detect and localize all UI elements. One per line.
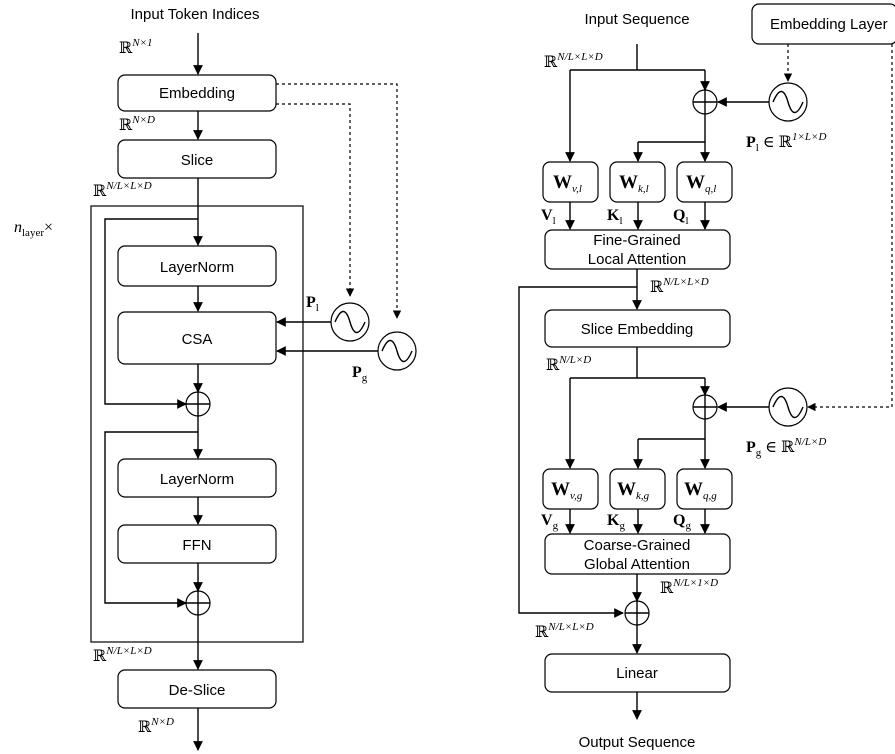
layernorm-1-box [117, 245, 277, 287]
pos-local-label: Pl [306, 294, 319, 314]
n-layer-label: nlayer× [14, 219, 53, 239]
ffn-box [117, 524, 277, 564]
dashed-embedding-layer-to-pg [807, 44, 893, 412]
fine-grained-label-2: Local Attention [588, 251, 686, 268]
sinusoid-icon-right-local [768, 82, 808, 122]
svg-text:Wk,g: Wk,g [617, 479, 650, 502]
fine-grained-label-1: Fine-Grained [593, 232, 681, 249]
dashed-embedding-to-pg [276, 83, 402, 319]
weight-box-q-global: Wq,g [676, 468, 733, 510]
k-local-label: Kl [607, 207, 623, 227]
dim-after-embedding: ℝN×D [119, 114, 155, 134]
q-global-label: Qg [673, 512, 691, 532]
dim-after-slice: ℝN/L×L×D [93, 180, 152, 200]
embedding-label: Embedding [159, 85, 235, 102]
input-sequence-label: Input Sequence [584, 11, 689, 28]
pos-global-right-label: Pg∈ℝN/L×D [746, 436, 826, 459]
slice-embedding-label: Slice Embedding [581, 321, 694, 338]
dim-after-block: ℝN/L×L×D [93, 645, 152, 665]
output-sequence-label: Output Sequence [579, 734, 696, 751]
pos-global-label: Pg [352, 364, 368, 384]
dim-right-input: ℝN/L×L×D [544, 51, 603, 71]
dim-input: ℝN×1 [119, 37, 153, 57]
embedding-layer-box [751, 3, 895, 45]
input-token-indices-label: Input Token Indices [131, 6, 260, 23]
coarse-grained-label-2: Global Attention [584, 556, 690, 573]
weight-box-q-local: Wq,l [676, 161, 733, 203]
residual-path-1 [104, 218, 198, 409]
add-node-global [692, 394, 718, 420]
embedding-box [117, 74, 277, 112]
embedding-layer-label: Embedding Layer [770, 16, 888, 33]
svg-text:Wv,l: Wv,l [553, 172, 582, 195]
ffn-label: FFN [182, 537, 211, 554]
skip-path-fine-to-sum [518, 286, 637, 618]
svg-text:Wk,l: Wk,l [619, 172, 649, 195]
layernorm-2-label: LayerNorm [160, 471, 234, 488]
residual-path-2 [104, 431, 198, 608]
layernorm-1-label: LayerNorm [160, 259, 234, 276]
v-local-label: Vl [541, 207, 556, 227]
weight-box-v-local: Wv,l [542, 161, 599, 203]
add-node-local [692, 89, 718, 115]
add-node-2 [185, 590, 211, 616]
layernorm-2-box [117, 458, 277, 498]
left-diagram: Input Token Indices ℝN×1 Embedding ℝN×D … [14, 6, 417, 751]
dashed-embedding-to-pl [276, 103, 355, 297]
add-node-1 [185, 391, 211, 417]
sinusoid-icon-right-global [768, 387, 808, 427]
dim-after-fine: ℝN/L×L×D [650, 276, 709, 296]
weight-box-k-local: Wk,l [609, 161, 666, 203]
slice-box [117, 139, 277, 179]
csa-box [117, 311, 277, 365]
layer-block-frame [90, 205, 304, 643]
deslice-label: De-Slice [169, 682, 226, 699]
dim-after-coarse: ℝN/L×1×D [660, 577, 718, 597]
weight-box-v-global: Wv,g [542, 468, 599, 510]
q-local-label: Ql [673, 207, 689, 227]
pos-local-right-label: Pl∈ℝ1×L×D [746, 131, 826, 154]
svg-text:Wq,g: Wq,g [684, 479, 717, 502]
v-global-label: Vg [541, 512, 559, 532]
coarse-grained-label-1: Coarse-Grained [584, 537, 691, 554]
sinusoid-icon-local [330, 302, 370, 342]
csa-label: CSA [182, 331, 213, 348]
svg-text:Wq,l: Wq,l [686, 172, 716, 195]
sinusoid-icon-global [377, 331, 417, 371]
right-diagram: Input Sequence Embedding Layer ℝN/L×L×D … [518, 3, 895, 751]
k-global-label: Kg [607, 512, 625, 532]
dim-after-slice-embedding: ℝN/L×D [546, 354, 591, 374]
deslice-box [117, 669, 277, 709]
add-node-final [624, 600, 650, 626]
weight-box-k-global: Wk,g [609, 468, 666, 510]
svg-text:Wv,g: Wv,g [551, 479, 583, 502]
linear-label: Linear [616, 665, 658, 682]
dim-after-sum: ℝN/L×L×D [535, 621, 594, 641]
slice-label: Slice [181, 152, 214, 169]
dim-output: ℝN×D [138, 716, 174, 736]
